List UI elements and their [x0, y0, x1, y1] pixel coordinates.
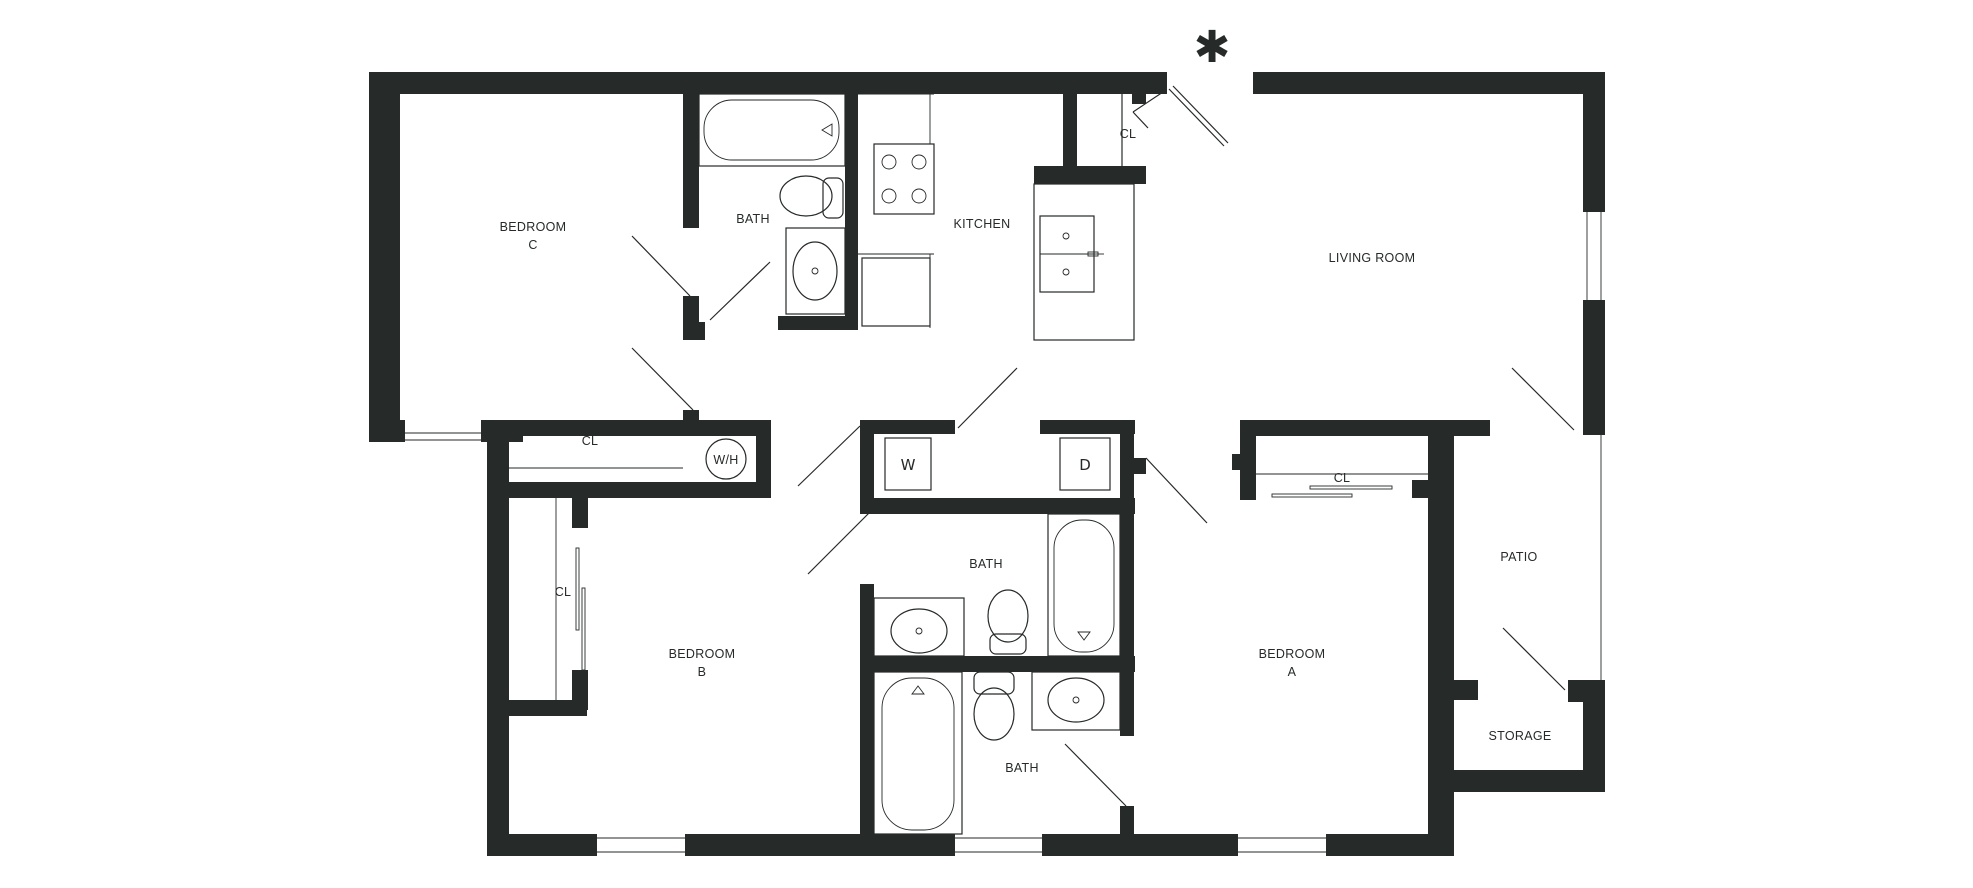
- room-label-bath-middle: BATH: [969, 557, 1003, 571]
- room-label-patio: PATIO: [1500, 550, 1537, 564]
- room-label-bedroom-b-letter: B: [698, 665, 707, 679]
- room-label-bath-top: BATH: [736, 212, 770, 226]
- closet-label-bedroom-c: CL: [582, 434, 599, 448]
- closet-label-bedroom-b: CL: [555, 585, 572, 599]
- closet-rods: [509, 420, 1428, 700]
- walls: [369, 72, 1605, 856]
- dryer-label: D: [1079, 456, 1091, 474]
- room-labels: BEDROOM C BATH KITCHEN LIVING ROOM BEDRO…: [500, 212, 1552, 775]
- closet-label-entry: CL: [1120, 127, 1137, 141]
- room-label-bedroom-c-letter: C: [528, 238, 537, 252]
- fixture-labels: CL CL CL CL W/H W D: [555, 127, 1351, 599]
- room-label-bedroom-a: BEDROOM: [1259, 647, 1326, 661]
- room-label-bedroom-a-letter: A: [1288, 665, 1297, 679]
- room-label-bedroom-c: BEDROOM: [500, 220, 567, 234]
- room-label-bath-bottom: BATH: [1005, 761, 1039, 775]
- room-label-living-room: LIVING ROOM: [1329, 251, 1416, 265]
- entry-marker-icon: ✱: [1194, 22, 1231, 73]
- fixtures: [698, 93, 1135, 835]
- room-label-storage: STORAGE: [1489, 729, 1552, 743]
- room-label-bedroom-b: BEDROOM: [669, 647, 736, 661]
- closet-label-bedroom-a: CL: [1334, 471, 1351, 485]
- washer-label: W: [901, 456, 916, 474]
- room-label-kitchen: KITCHEN: [954, 217, 1011, 231]
- windows: [405, 212, 1602, 853]
- water-heater-label: W/H: [713, 453, 738, 467]
- doors: [631, 85, 1575, 807]
